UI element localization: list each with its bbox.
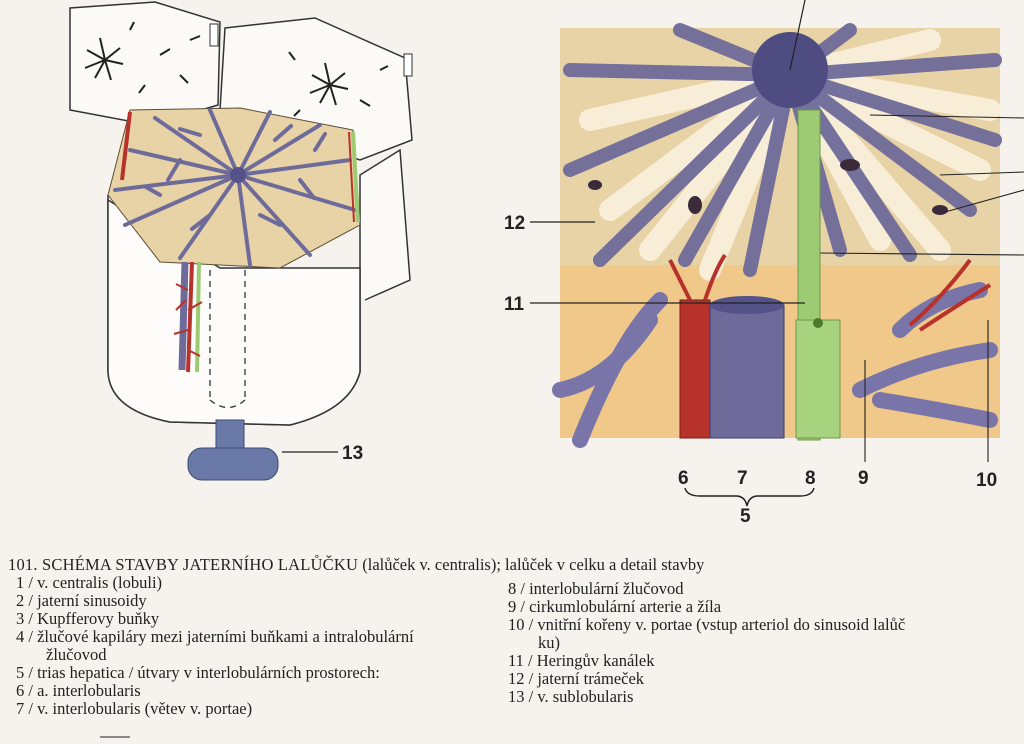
artery-branches [668,253,992,332]
lobule-section [107,107,361,269]
label-5: 5 [740,506,751,527]
neighbor-lobule-left [69,1,221,126]
label-6: 6 [678,468,689,489]
legend-item-11: 11 / Heringův kanálek [508,651,655,670]
lobule-overview-figure: 13 [69,1,413,481]
post-1 [209,23,219,47]
legend-left: 1 / v. centralis (lobuli) 2 / jaterní si… [16,574,536,718]
leader-1 [789,0,806,71]
sublobular-vein [187,447,279,481]
central-vein [230,167,246,183]
artery-6 [679,299,711,439]
caption-title-line: 101. SCHÉMA STAVBY JATERNÍHO LALŮČKU (la… [8,556,704,574]
triad-vein [178,261,189,371]
portal-vein-branches [552,282,998,448]
legend-item-13: 13 / v. sublobularis [508,687,634,706]
corner-artery-right [348,131,355,223]
label-8: 8 [805,468,816,489]
lobule-detail-figure: 12 11 6 7 8 9 10 5 [504,0,1024,527]
caption-subtitle: (lalůček v. centralis); lalůček v celku … [358,555,705,574]
vein-7-top [710,296,784,314]
vein-7 [709,304,785,439]
label-10: 10 [976,470,997,491]
legend-item-5: 5 / trias hepatica / útvary v interlobul… [16,663,380,682]
legend-item-9: 9 / cirkumlobulární arterie a žíla [508,597,722,616]
legend-item-10: 10 / vnitřní kořeny v. portae (vstup art… [508,615,906,652]
label-9: 9 [858,468,869,489]
label-13: 13 [342,443,363,464]
legend-right: 8 / interlobulární žlučovod 9 / cirkumlo… [508,580,1024,706]
legend-item-8: 8 / interlobulární žlučovod [508,579,684,598]
triad-branches [173,283,203,357]
sublobular-vein-stem [215,419,245,451]
post-2 [403,53,413,77]
right-leaders [819,114,1024,256]
hering-canal-node [813,318,823,328]
sinusoid-network [113,108,357,267]
legend-item-1: 1 / v. centralis (lobuli) [16,573,163,592]
page-edge-mark [100,736,130,742]
corner-artery-left [120,111,132,181]
legend-item-7: 7 / v. interlobularis (větev v. portae) [16,699,253,718]
neighbor-central-vein-right [288,51,389,117]
label-11: 11 [504,294,525,315]
label-12: 12 [504,213,525,234]
legend-item-12: 12 / jaterní trámeček [508,669,645,688]
bile-duct-wide [795,319,841,439]
brace-5 [684,487,815,507]
caption-title: 101. SCHÉMA STAVBY JATERNÍHO LALŮČKU [8,555,359,574]
kupffer-cells [588,159,948,215]
triad-artery [186,261,194,373]
legend-item-2: 2 / jaterní sinusoidy [16,591,147,610]
legend-item-3: 3 / Kupfferovy buňky [16,609,160,628]
corner-bile-right [351,131,360,223]
label-7: 7 [737,468,748,489]
neighbor-central-vein-left [84,21,201,94]
dashed-sublobular-outline [209,270,246,409]
legend-item-4: 4 / žlučové kapiláry mezi jaterními buňk… [16,627,414,664]
legend-item-6: 6 / a. interlobularis [16,681,141,700]
